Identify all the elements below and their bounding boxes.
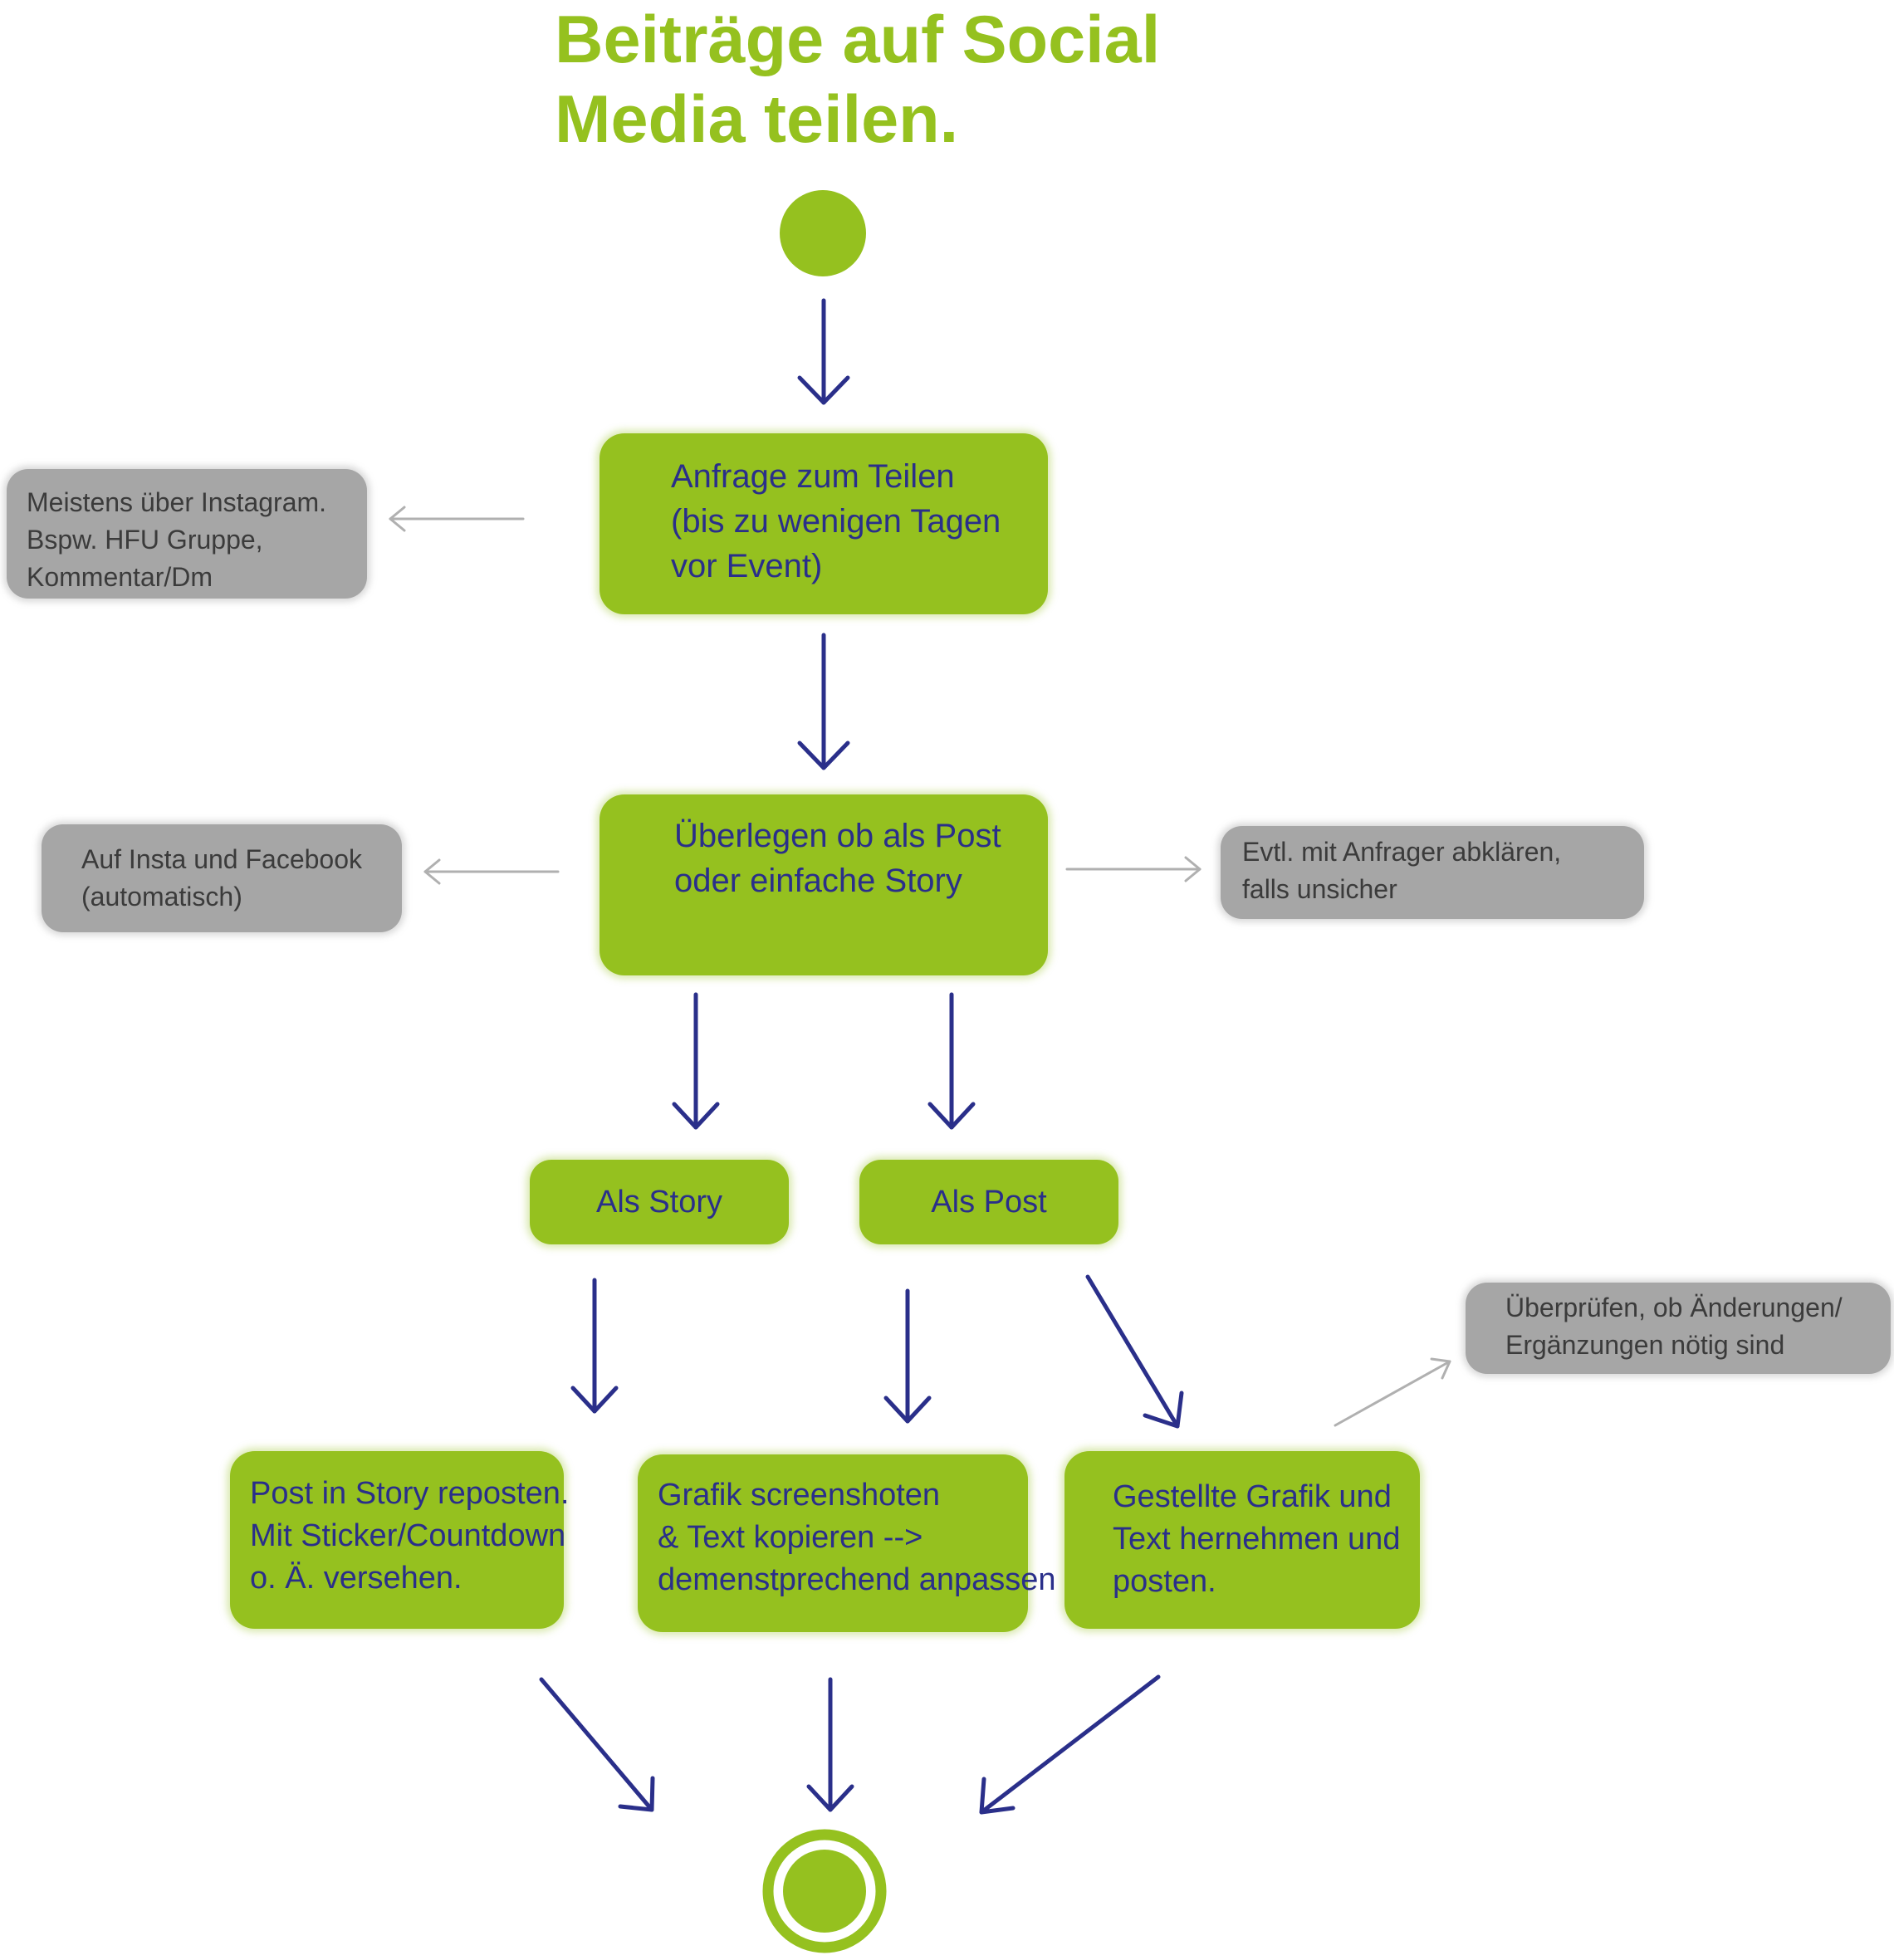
note-insta-facebook: Auf Insta und Facebook (automatisch) — [42, 824, 402, 932]
step-als-story: Als Story — [530, 1160, 789, 1244]
step-ueberlegen-line-1: Überlegen ob als Post — [674, 818, 1001, 854]
note-pruefen-line-1: Überprüfen, ob Änderungen/ — [1505, 1293, 1843, 1322]
arrow-gestellte-to-end — [979, 1674, 1161, 1815]
step-repost-line-3: o. Ä. versehen. — [250, 1561, 462, 1596]
arrow-ueberlegen-to-story — [672, 992, 720, 1130]
diagram-title: Beiträge auf Social Media teilen. — [555, 0, 1160, 159]
step-screenshot-line-2: & Text kopieren --> — [658, 1520, 923, 1555]
step-als-story-label: Als Story — [595, 1184, 723, 1220]
note-insta-facebook-line-2: (automatisch) — [81, 882, 242, 912]
note-insta-facebook-line-1: Auf Insta und Facebook — [81, 844, 362, 874]
start-node — [780, 190, 866, 276]
step-als-post-label: Als Post — [931, 1184, 1047, 1220]
note-instagram-line-2: Bspw. HFU Gruppe, — [27, 525, 263, 555]
note-instagram: Meistens über Instagram. Bspw. HFU Grupp… — [7, 469, 367, 599]
step-anfrage-line-2: (bis zu wenigen Tagen — [671, 503, 1001, 540]
arrow-repost-to-end — [539, 1677, 655, 1812]
step-screenshot-line-1: Grafik screenshoten — [658, 1478, 941, 1513]
end-node-ring — [762, 1829, 887, 1953]
step-repost-line-1: Post in Story reposten. — [250, 1476, 570, 1511]
step-als-post: Als Post — [859, 1160, 1118, 1244]
step-repost-line-2: Mit Sticker/Countdown — [250, 1518, 566, 1553]
step-ueberlegen: Überlegen ob als Post oder einfache Stor… — [600, 794, 1048, 975]
arrow-story-to-repost — [570, 1278, 619, 1414]
arrow-screenshot-to-end — [806, 1677, 854, 1812]
arrow-ueberlegen-to-note-abklaeren — [1065, 856, 1201, 882]
note-abklaeren: Evtl. mit Anfrager abklären, falls unsic… — [1221, 826, 1644, 919]
diagram-title-line-1: Beiträge auf Social — [555, 2, 1161, 77]
arrow-anfrage-to-ueberlegen — [797, 633, 850, 770]
note-abklaeren-line-2: falls unsicher — [1242, 874, 1397, 904]
note-instagram-line-3: Kommentar/Dm — [27, 562, 213, 592]
step-repost: Post in Story reposten. Mit Sticker/Coun… — [230, 1451, 570, 1629]
step-gestellte-line-2: Text hernehmen und — [1113, 1522, 1401, 1557]
step-gestellte-line-3: posten. — [1113, 1564, 1216, 1599]
arrow-gestellte-to-note-pruefen — [1334, 1357, 1451, 1427]
arrow-start-to-anfrage — [797, 298, 850, 405]
note-abklaeren-line-1: Evtl. mit Anfrager abklären, — [1242, 837, 1562, 867]
step-gestellte-line-1: Gestellte Grafik und — [1113, 1479, 1392, 1514]
arrow-anfrage-to-note-instagram — [389, 506, 525, 532]
end-node-core — [783, 1850, 866, 1933]
arrow-ueberlegen-to-note-facebook — [423, 858, 560, 885]
arrow-post-to-gestellte — [1085, 1274, 1184, 1429]
step-anfrage-line-1: Anfrage zum Teilen — [671, 458, 955, 495]
step-screenshot: Grafik screenshoten & Text kopieren --> … — [638, 1454, 1056, 1632]
step-ueberlegen-line-2: oder einfache Story — [674, 863, 962, 899]
note-pruefen-line-2: Ergänzungen nötig sind — [1505, 1330, 1785, 1360]
step-gestellte: Gestellte Grafik und Text hernehmen und … — [1064, 1451, 1420, 1629]
note-pruefen: Überprüfen, ob Änderungen/ Ergänzungen n… — [1466, 1283, 1891, 1374]
diagram-title-line-2: Media teilen. — [555, 82, 959, 157]
step-screenshot-line-3: demenstprechend anpassen — [658, 1562, 1056, 1597]
arrow-post-to-screenshot — [883, 1288, 932, 1424]
note-instagram-line-1: Meistens über Instagram. — [27, 487, 327, 517]
arrow-ueberlegen-to-post — [927, 992, 976, 1130]
step-anfrage-line-3: vor Event) — [671, 548, 823, 584]
step-anfrage: Anfrage zum Teilen (bis zu wenigen Tagen… — [600, 433, 1048, 614]
